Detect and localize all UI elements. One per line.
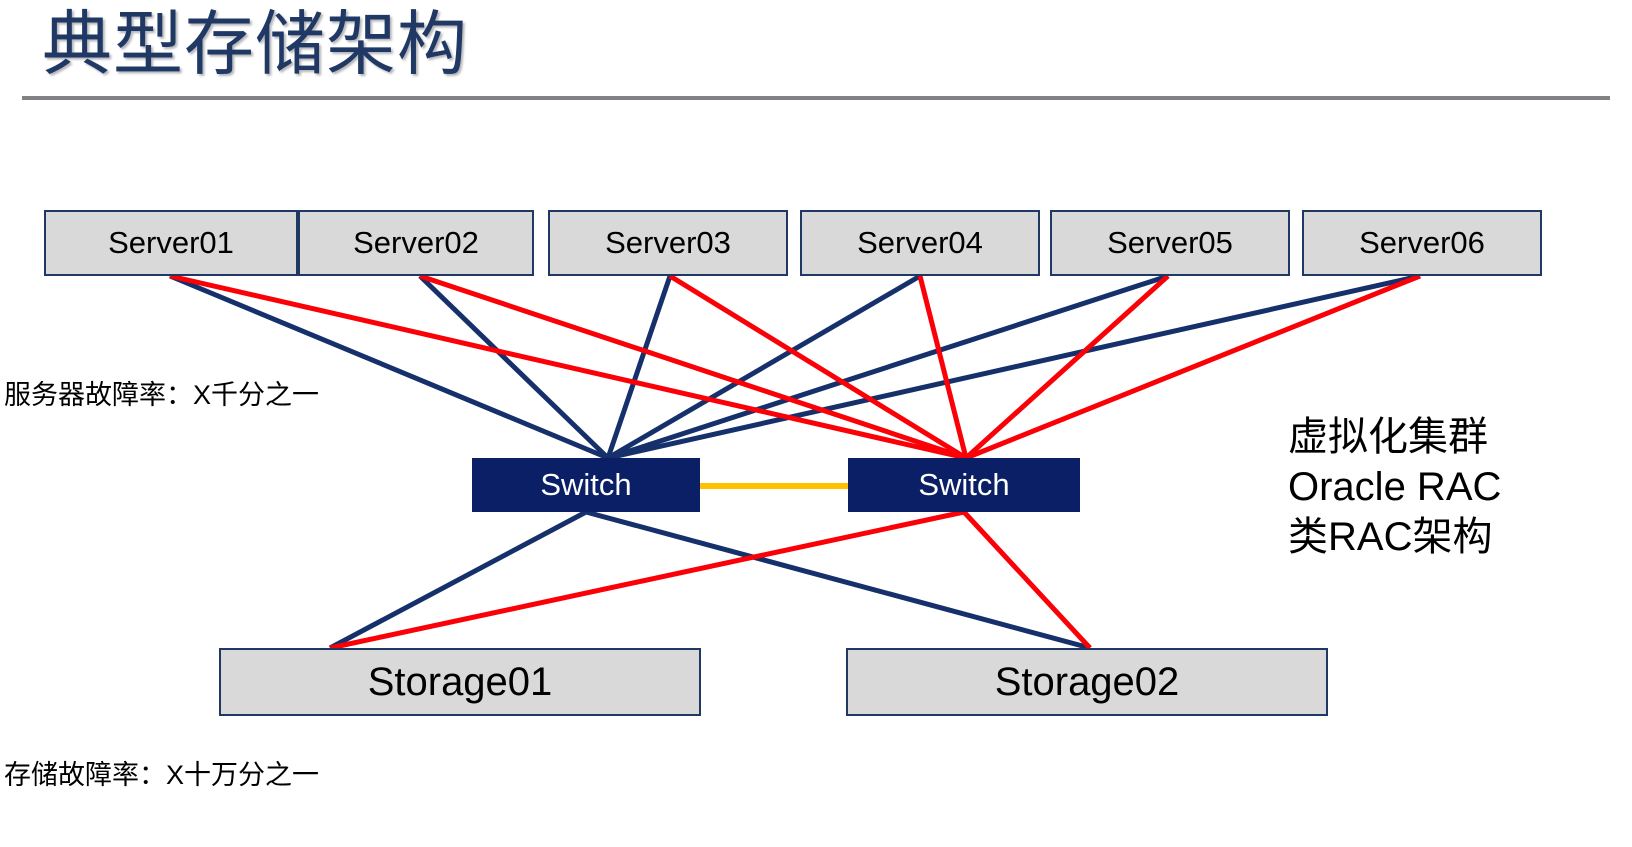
cluster-note-line-2: Oracle RAC	[1288, 465, 1502, 509]
link-switch-to-storage-1	[585, 509, 1091, 651]
node-storage02[interactable]: Storage02	[846, 648, 1328, 716]
link-server3-to-switch-left	[605, 275, 673, 459]
server-failure-rate-label: 服务器故障率：X千分之一	[4, 380, 320, 410]
link-server3-to-switch-right	[668, 273, 968, 461]
node-label: Storage01	[367, 659, 553, 704]
node-label: Server03	[605, 225, 731, 260]
node-switch-left[interactable]: Switch	[472, 458, 700, 512]
link-server1-to-switch-left	[169, 273, 609, 461]
node-server05[interactable]: Server05	[1050, 210, 1290, 276]
link-switch-to-storage-3	[329, 509, 965, 651]
title-divider	[22, 96, 1610, 100]
node-label: Server02	[353, 225, 479, 260]
node-label: Server05	[1107, 225, 1233, 260]
link-server5-to-switch-right	[964, 274, 1170, 460]
cluster-note-line-3: 类RAC架构	[1288, 515, 1493, 559]
node-switch-right[interactable]: Switch	[848, 458, 1080, 512]
link-server4-to-switch-right	[917, 275, 969, 459]
node-storage01[interactable]: Storage01	[219, 648, 701, 716]
link-switch-to-storage-2	[328, 509, 588, 651]
storage-failure-rate-label: 存储故障率：X十万分之一	[4, 760, 320, 790]
node-label: Switch	[918, 467, 1010, 502]
link-switch-to-storage-4	[962, 510, 1092, 650]
node-label: Switch	[540, 467, 632, 502]
page-title: 典型存储架构	[42, 5, 468, 83]
node-server02[interactable]: Server02	[298, 210, 534, 276]
link-server4-to-switch-left	[606, 273, 922, 461]
node-label: Storage02	[994, 659, 1180, 704]
node-server03[interactable]: Server03	[548, 210, 788, 276]
link-server5-to-switch-left	[607, 273, 1169, 461]
node-label: Server04	[857, 225, 983, 260]
node-label: Server06	[1359, 225, 1485, 260]
link-server2-to-switch-left	[418, 274, 610, 460]
node-server06[interactable]: Server06	[1302, 210, 1542, 276]
node-server04[interactable]: Server04	[800, 210, 1040, 276]
link-server1-to-switch-right	[169, 273, 967, 461]
cluster-note: 虚拟化集群 Oracle RAC 类RAC架构	[1288, 412, 1501, 562]
cluster-note-line-1: 虚拟化集群	[1288, 415, 1488, 459]
link-server2-to-switch-right	[419, 273, 967, 461]
node-label: Server01	[108, 225, 234, 260]
node-server01[interactable]: Server01	[44, 210, 298, 276]
